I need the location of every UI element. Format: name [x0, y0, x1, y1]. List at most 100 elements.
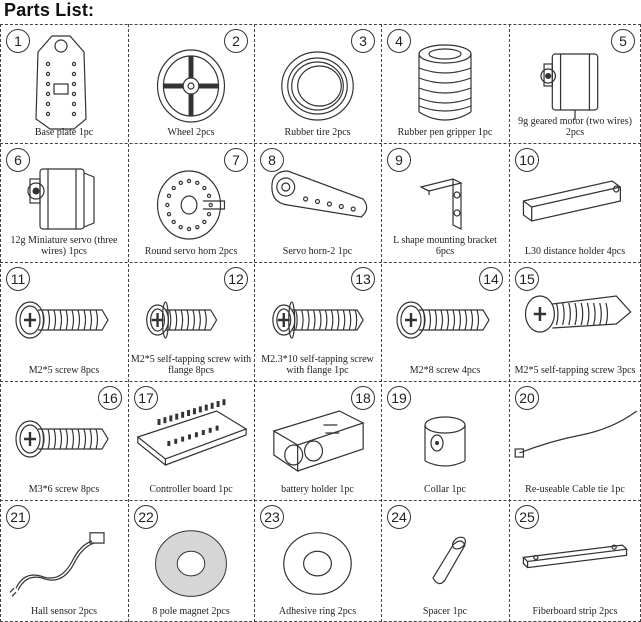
part-label: Fiberboard strip 2pcs: [532, 606, 618, 617]
part-number-badge: 24: [387, 505, 411, 529]
spacer-icon: [381, 500, 509, 622]
part-number-badge: 9: [387, 148, 411, 172]
grid-divider: [0, 262, 641, 263]
part-number-badge: 16: [98, 386, 122, 410]
part-label: Rubber tire 2pcs: [284, 127, 351, 138]
grid-divider: [0, 500, 641, 501]
part-number-badge: 4: [387, 29, 411, 53]
base-plate-icon: [0, 24, 128, 143]
part-number-badge: 23: [260, 505, 284, 529]
part-label: Adhesive ring 2pcs: [278, 606, 357, 617]
part-cell: 9 L shape mounting bracket 6pcs: [381, 143, 509, 262]
part-number-badge: 14: [479, 267, 503, 291]
l-bracket-icon: [381, 143, 509, 262]
part-number-badge: 20: [515, 386, 539, 410]
geared-motor-icon: [509, 24, 641, 143]
part-number-badge: 6: [6, 148, 30, 172]
part-number-badge: 8: [260, 148, 284, 172]
part-label: Re-useable Cable tie 1pc: [525, 484, 625, 495]
collar-icon: [381, 381, 509, 500]
part-label: L shape mounting bracket 6pcs: [393, 235, 497, 257]
part-number-badge: 22: [134, 505, 158, 529]
part-number-badge: 15: [515, 267, 539, 291]
hall-sensor-icon: [0, 500, 128, 622]
grid-divider: [0, 143, 641, 144]
part-number-badge: 17: [134, 386, 158, 410]
servo-icon: [0, 143, 128, 262]
servo-horn-icon: [254, 143, 381, 262]
part-label: M2*8 screw 4pcs: [409, 365, 481, 376]
part-label: L30 distance holder 4pcs: [524, 246, 626, 257]
part-cell: 6 12g Miniature servo (three wires) 1pcs: [0, 143, 128, 262]
rubber-tire-icon: [254, 24, 381, 143]
part-number-badge: 11: [6, 267, 30, 291]
part-label: Rubber pen gripper 1pc: [397, 127, 493, 138]
part-label: 12g Miniature servo (three wires) 1pcs: [10, 235, 118, 257]
part-label: Wheel 2pcs: [167, 127, 215, 138]
pen-gripper-icon: [381, 24, 509, 143]
screw-icon: [0, 262, 128, 381]
self-tapping-screw-icon: [509, 262, 641, 381]
part-number-badge: 12: [224, 267, 248, 291]
flange-screw-icon: [128, 262, 254, 381]
part-label: Hall sensor 2pcs: [30, 606, 98, 617]
part-number-badge: 7: [224, 148, 248, 172]
wheel-icon: [128, 24, 254, 143]
part-label: Servo horn-2 1pc: [282, 246, 353, 257]
part-number-badge: 3: [351, 29, 375, 53]
screw-icon: [0, 381, 128, 500]
part-number-badge: 19: [387, 386, 411, 410]
part-label: battery holder 1pc: [281, 484, 354, 495]
grid-divider: [254, 24, 255, 622]
part-label: M3*6 screw 8pcs: [28, 484, 100, 495]
part-label: Spacer 1pc: [422, 606, 468, 617]
part-label: M2*5 screw 8pcs: [28, 365, 100, 376]
magnet-icon: [128, 500, 254, 622]
fiberboard-strip-icon: [509, 500, 641, 622]
part-number-badge: 25: [515, 505, 539, 529]
grid-divider: [128, 24, 129, 622]
part-number-badge: 13: [351, 267, 375, 291]
grid-divider: [381, 24, 382, 622]
part-number-badge: 18: [351, 386, 375, 410]
cable-tie-icon: [509, 381, 641, 500]
part-cell: 18 battery holder 1pc: [254, 381, 381, 500]
adhesive-ring-icon: [254, 500, 381, 622]
part-label: M2*5 self-tapping screw 3pcs: [514, 365, 636, 376]
long-flange-screw-icon: [254, 262, 381, 381]
screw-icon: [381, 262, 509, 381]
distance-holder-icon: [509, 143, 641, 262]
battery-holder-icon: [254, 381, 381, 500]
part-label: 8 pole magnet 2pcs: [152, 606, 230, 617]
part-label: Round servo horn 2pcs: [144, 246, 238, 257]
part-label: Base plate 1pc: [34, 127, 94, 138]
page-title: Parts List:: [4, 0, 95, 20]
part-label: M2*5 self-tapping screw with flange 8pcs: [130, 354, 252, 376]
grid-divider: [509, 24, 510, 622]
round-servo-horn-icon: [128, 143, 254, 262]
part-number-badge: 21: [6, 505, 30, 529]
part-label: M2.3*10 self-tapping screw with flange 1…: [261, 354, 374, 376]
part-label: Collar 1pc: [424, 484, 466, 495]
grid-divider: [0, 24, 1, 622]
